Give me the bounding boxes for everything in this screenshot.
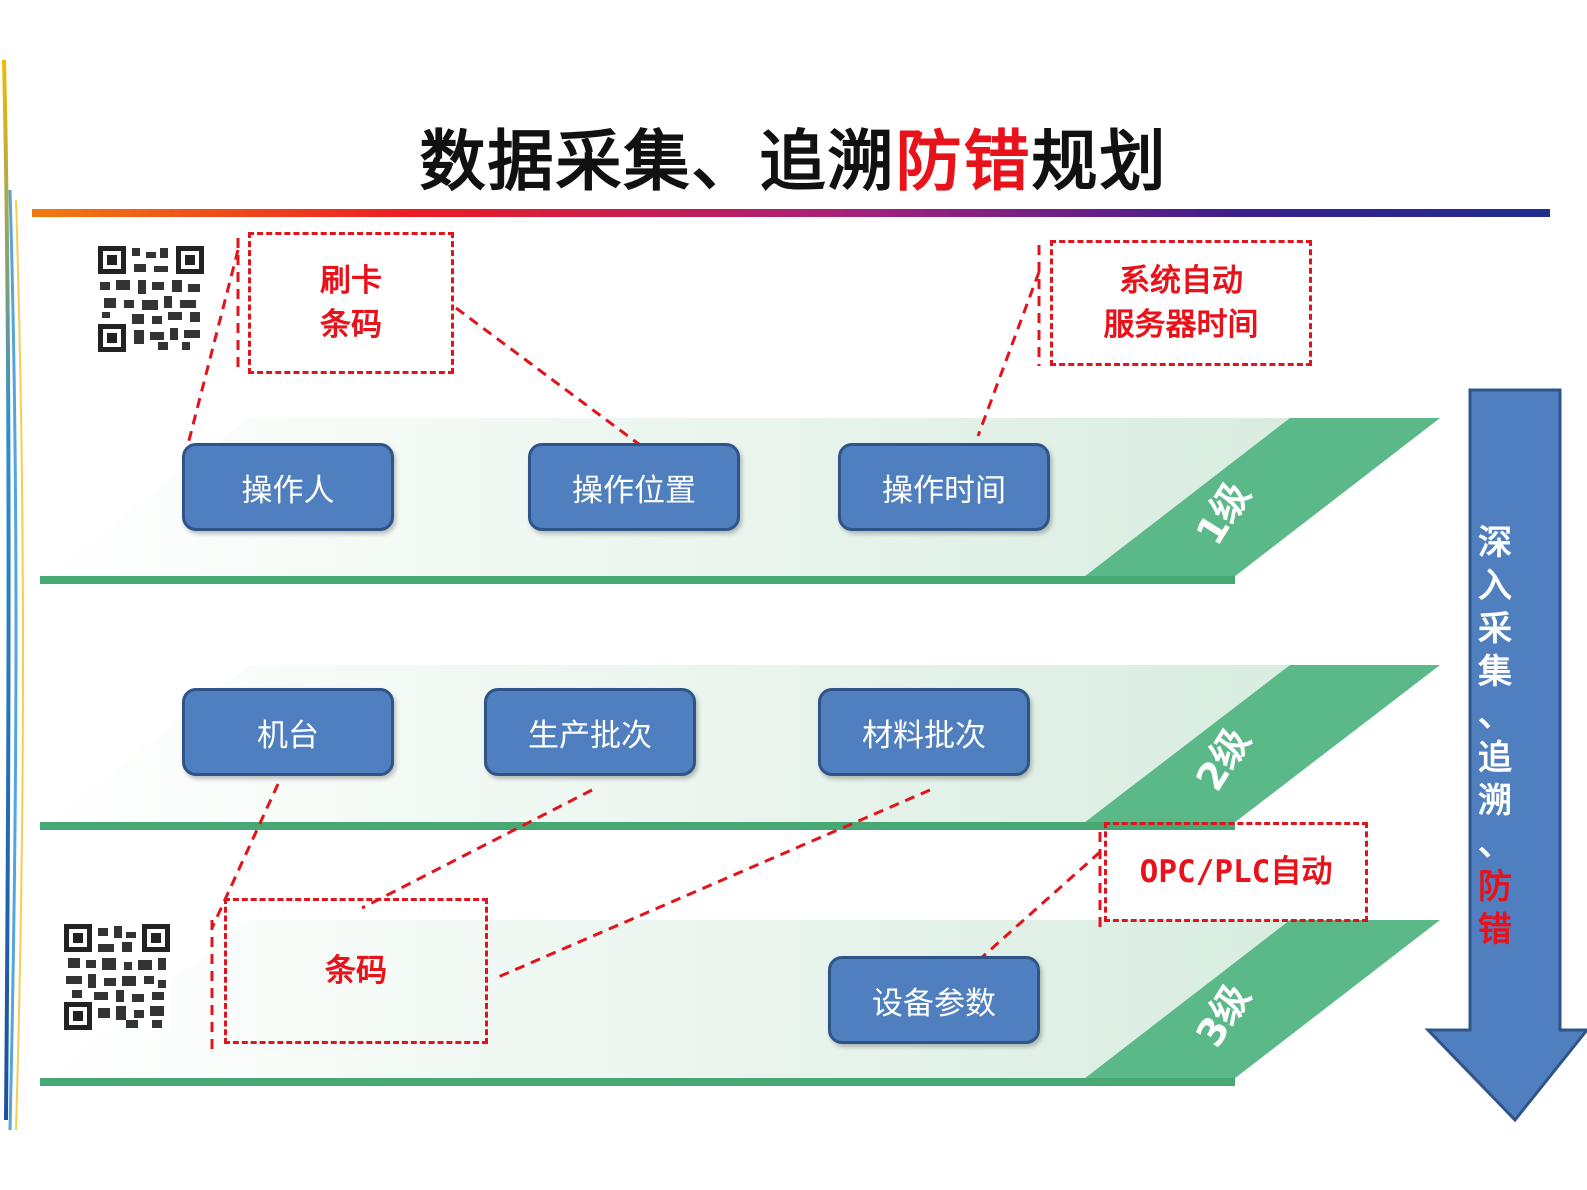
callout-card-barcode: 刷卡条码	[248, 232, 454, 374]
connector-lines	[184, 238, 1102, 1050]
arrow-caption: 深 入 采 集 、 追 溯 、 防 错	[1470, 522, 1520, 952]
title-part1: 数据采集、追溯	[419, 123, 896, 200]
node-equipment-params: 设备参数	[828, 956, 1040, 1044]
arrow-char: 、	[1478, 695, 1512, 735]
title-divider	[32, 209, 1550, 217]
qr-code-icon	[98, 246, 204, 352]
node-operation-position: 操作位置	[528, 443, 740, 531]
node-operation-time: 操作时间	[838, 443, 1050, 531]
page-title: 数据采集、追溯防错规划	[0, 108, 1587, 204]
side-stripe	[8, 189, 18, 1131]
depth-arrow	[1424, 388, 1587, 1123]
callout-server-time: 系统自动服务器时间	[1050, 240, 1312, 366]
title-part2: 规划	[1031, 123, 1168, 200]
callout-text: 系统自动	[1119, 263, 1243, 299]
node-material-batch: 材料批次	[818, 688, 1030, 776]
callout-barcode: 条码	[224, 898, 488, 1044]
arrow-char-accent: 防	[1478, 867, 1512, 907]
node-production-batch: 生产批次	[484, 688, 696, 776]
arrow-char: 集	[1478, 652, 1512, 692]
callout-text: OPC/PLC自动	[1139, 854, 1333, 890]
callout-text: 条码	[325, 953, 387, 989]
arrow-char: 采	[1478, 609, 1512, 649]
callout-text: 服务器时间	[1103, 307, 1259, 343]
side-stripe	[15, 199, 24, 1131]
callout-text: 刷卡	[320, 263, 382, 299]
callout-opc-plc: OPC/PLC自动	[1104, 822, 1368, 922]
arrow-char: 溯	[1478, 781, 1512, 821]
title-accent: 防错	[895, 123, 1032, 200]
node-machine: 机台	[182, 688, 394, 776]
qr-code-icon	[64, 924, 170, 1030]
callout-text: 条码	[320, 307, 382, 343]
arrow-char: 入	[1478, 566, 1512, 606]
arrow-char-accent: 错	[1478, 910, 1512, 950]
side-stripe	[2, 59, 11, 1121]
arrow-char: 深	[1478, 523, 1512, 563]
arrow-char: 追	[1478, 738, 1512, 778]
node-operator: 操作人	[182, 443, 394, 531]
arrow-char: 、	[1478, 824, 1512, 864]
